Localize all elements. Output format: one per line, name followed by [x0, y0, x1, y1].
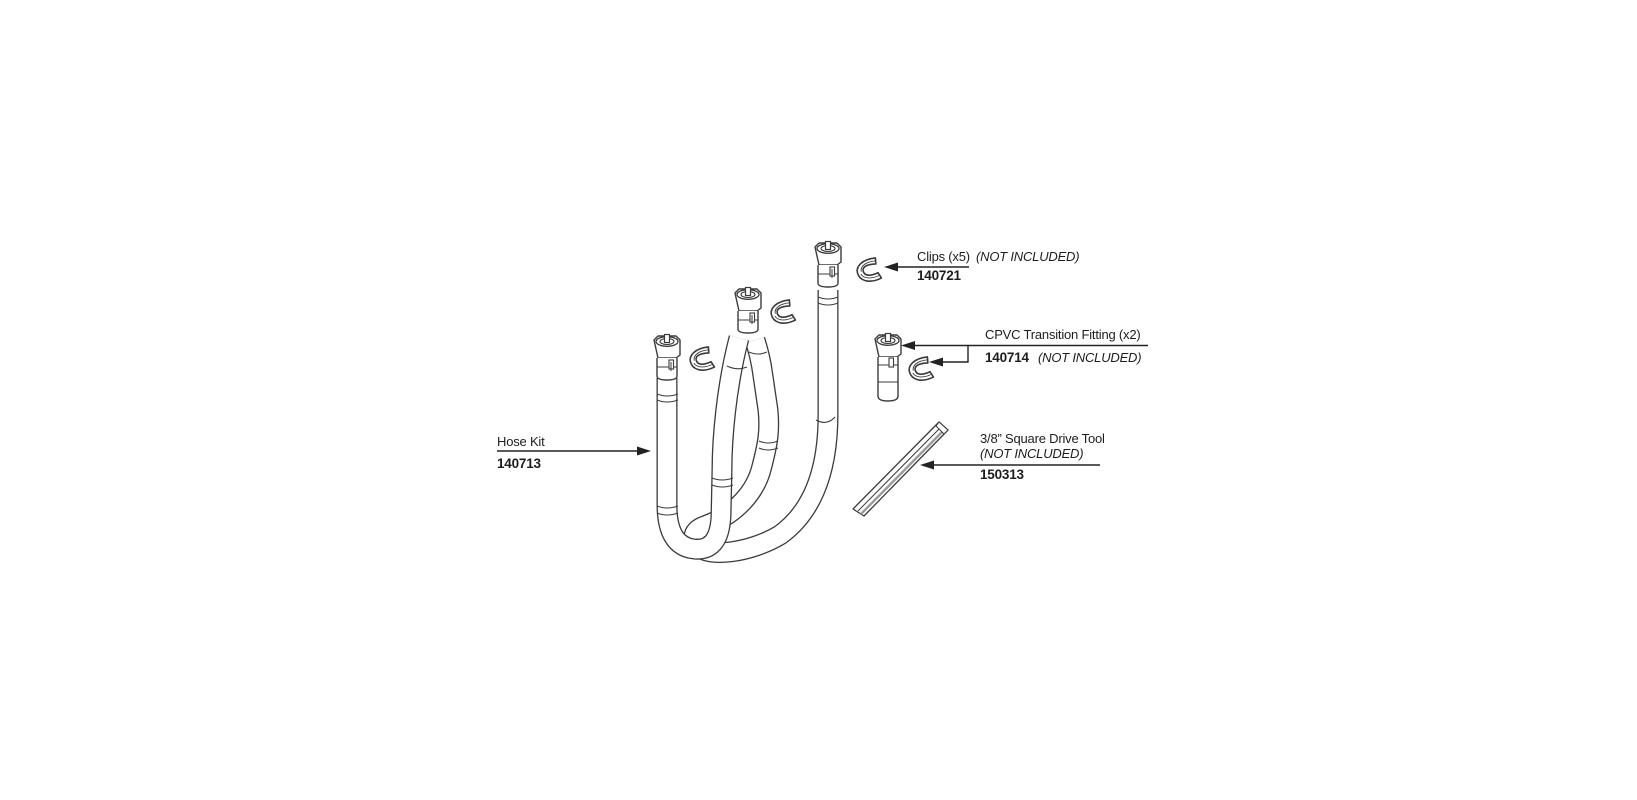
clip-icon — [687, 345, 716, 374]
hose-kit-label: Hose Kit — [497, 434, 545, 449]
drive-tool-label: 3/8” Square Drive Tool — [980, 431, 1105, 446]
hose-kit-part-number: 140713 — [497, 456, 541, 471]
cpvc-part-number: 140714 — [985, 350, 1029, 365]
hose-right — [683, 290, 839, 563]
connector-icon — [814, 240, 842, 288]
clips-part-number: 140721 — [917, 268, 961, 283]
leader-arrows — [497, 262, 1148, 470]
clip-icon — [854, 256, 883, 285]
square-drive-tool-icon — [852, 421, 949, 517]
drive-tool-part-number: 150313 — [980, 467, 1024, 482]
cpvc-fitting-icon — [874, 332, 902, 402]
cpvc-not-included-note: (NOT INCLUDED) — [1038, 350, 1142, 365]
hose-left — [656, 335, 750, 560]
clips-label: Clips (x5) — [917, 249, 970, 264]
hose-bands — [656, 296, 839, 516]
drive-tool-not-included-note: (NOT INCLUDED) — [980, 446, 1084, 461]
connector-icon — [734, 286, 762, 334]
connector-icon — [653, 333, 681, 381]
clip-icon — [768, 298, 797, 327]
cpvc-label: CPVC Transition Fitting (x2) — [985, 327, 1141, 342]
clips-not-included-note: (NOT INCLUDED) — [976, 249, 1080, 264]
clip-icon — [906, 355, 935, 384]
